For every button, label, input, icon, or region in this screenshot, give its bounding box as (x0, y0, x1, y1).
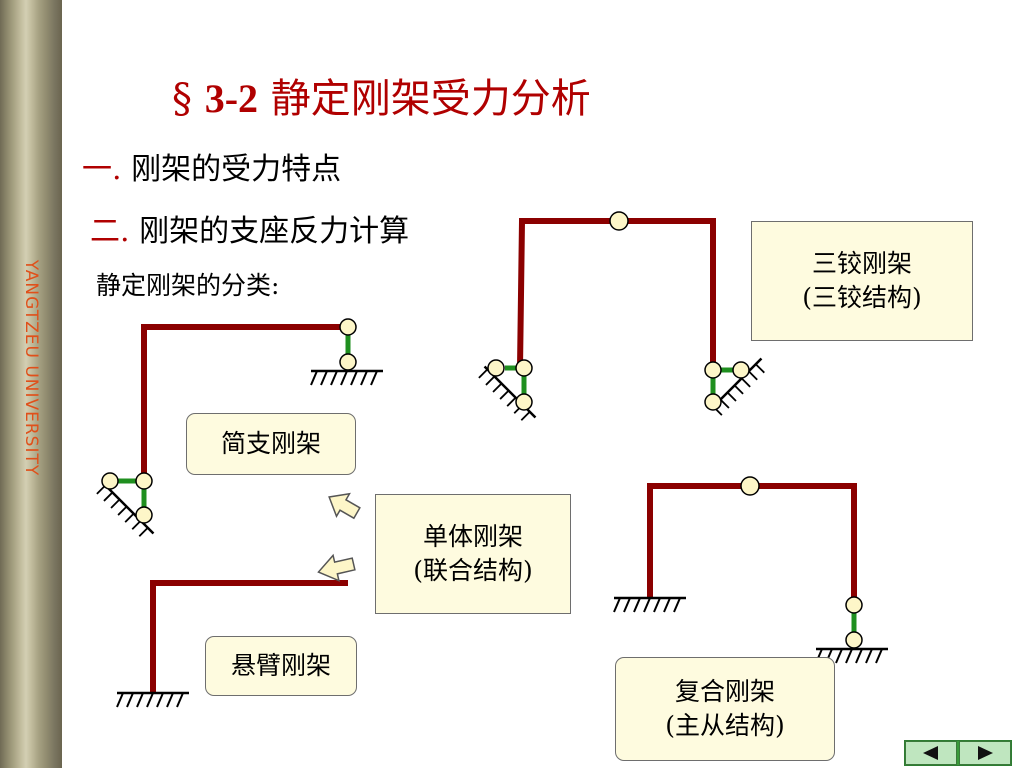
triangle-right-icon (978, 746, 993, 760)
three-hinge-right-support (704, 357, 772, 420)
heading-2-text: 刚架的支座反力计算 (139, 214, 410, 249)
composite-label-box: 复合刚架 (主从结构) (615, 657, 835, 761)
sidebar: YANGTZEU UNIVERSITY (0, 0, 62, 768)
three-hinge-left-support (474, 359, 537, 428)
single-body-label: 单体刚架 (422, 522, 523, 552)
crown-hinge (609, 211, 629, 231)
previous-slide-button[interactable] (905, 741, 957, 765)
slide-title: § 3-2 静定刚架受力分析 (172, 66, 591, 124)
simply-supported-frame (92, 318, 385, 544)
heading-1: 一. 刚架的受力特点 (82, 144, 341, 188)
single-body-label-box: 单体刚架 (联合结构) (375, 494, 571, 614)
simply-supported-pin-support (92, 472, 155, 544)
cantilever-label: 悬臂刚架 (230, 651, 331, 681)
heading-1-text: 刚架的受力特点 (131, 152, 342, 187)
heading-2: 二. 刚架的支座反力计算 (90, 206, 409, 250)
triangle-left-icon (923, 746, 938, 760)
heading-1-mark: 一. (82, 152, 122, 187)
three-hinge-label: 三铰刚架 (811, 249, 912, 279)
three-hinge-sublabel: (三铰结构) (802, 283, 922, 312)
heading-2-mark: 二. (90, 214, 130, 249)
section-number: 3-2 (204, 76, 259, 121)
composite-frame (612, 476, 890, 665)
next-slide-button[interactable] (959, 741, 1011, 765)
cantilever-frame (115, 580, 348, 709)
simply-supported-label: 简支刚架 (220, 429, 321, 459)
slide-navigation (904, 740, 1012, 766)
composite-label: 复合刚架 (674, 677, 775, 707)
composite-sublabel: (主从结构) (665, 711, 785, 740)
arrow-to-cantilever-icon (317, 553, 356, 582)
three-hinge-frame (474, 211, 772, 428)
cantilever-label-box: 悬臂刚架 (205, 636, 357, 696)
section-mark: § (172, 76, 192, 122)
arrow-to-simply-supported-icon (328, 492, 361, 520)
classification-subheading: 静定刚架的分类: (96, 271, 280, 300)
three-hinge-label-box: 三铰刚架 (三铰结构) (751, 221, 973, 341)
single-body-sublabel: (联合结构) (413, 556, 533, 585)
simply-supported-label-box: 简支刚架 (186, 413, 356, 475)
title-text: 静定刚架受力分析 (270, 76, 591, 122)
